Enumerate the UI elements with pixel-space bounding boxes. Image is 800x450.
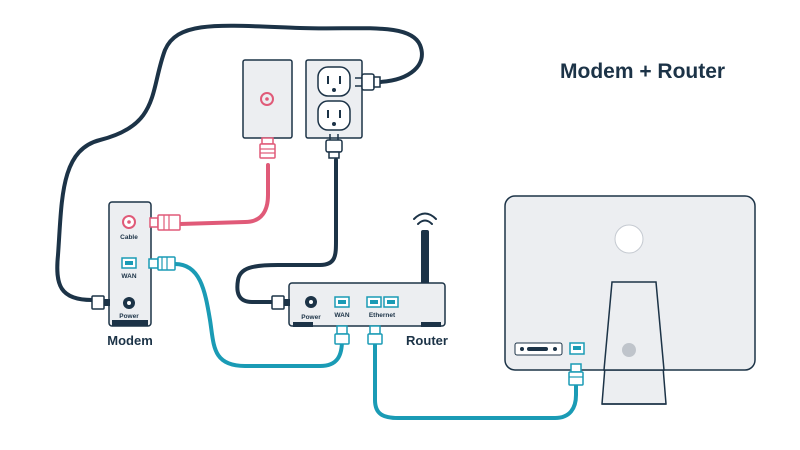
modem-cable-label: Cable [120,234,138,241]
ethernet-connector-router-wan [334,325,350,345]
computer-logo-spot [614,224,644,254]
router-wan-label: WAN [334,312,349,319]
modem-power-label: Power [119,313,139,320]
coax-connector-wall [259,137,276,159]
power-plug-bottom [325,134,343,159]
router: Power WAN Ethernet [288,212,446,327]
power-plug-top [355,73,381,91]
router-power-label: Power [301,314,321,321]
computer-ethernet-port [569,342,585,355]
router-power-cord [235,158,338,304]
power-plug-modem [91,295,110,310]
cables [55,23,578,420]
modem-wan-port [121,257,137,269]
router-wan-port [334,296,350,308]
modem-cable-port [122,215,136,229]
wall-coax-plate [242,59,293,159]
computer [504,195,756,405]
modem-wan-label: WAN [121,273,136,280]
modem-name: Modem [107,333,153,348]
wall-power-outlet [305,59,381,159]
ethernet-connector-modem [148,256,176,271]
modem-power-cord [55,23,424,302]
modem: Cable WAN Power [108,201,152,327]
lan-ethernet-cable [373,338,578,420]
wifi-signal-icon [417,219,433,225]
router-name: Router [406,333,448,348]
coax-jack [260,92,274,106]
power-plug-router [271,295,290,310]
coax-connector-modem [149,214,181,231]
router-ethernet-ports [366,296,399,308]
ethernet-connector-router-lan [367,325,383,345]
router-ethernet-label: Ethernet [369,312,396,319]
router-antenna [421,230,429,290]
coax-cable [178,163,270,226]
ethernet-connector-computer [568,363,584,386]
computer-port-panel [514,342,563,356]
diagram-title: Modem + Router [560,60,726,83]
router-power-port [305,296,317,308]
modem-power-port [123,297,135,309]
wan-ethernet-cable [173,262,344,368]
